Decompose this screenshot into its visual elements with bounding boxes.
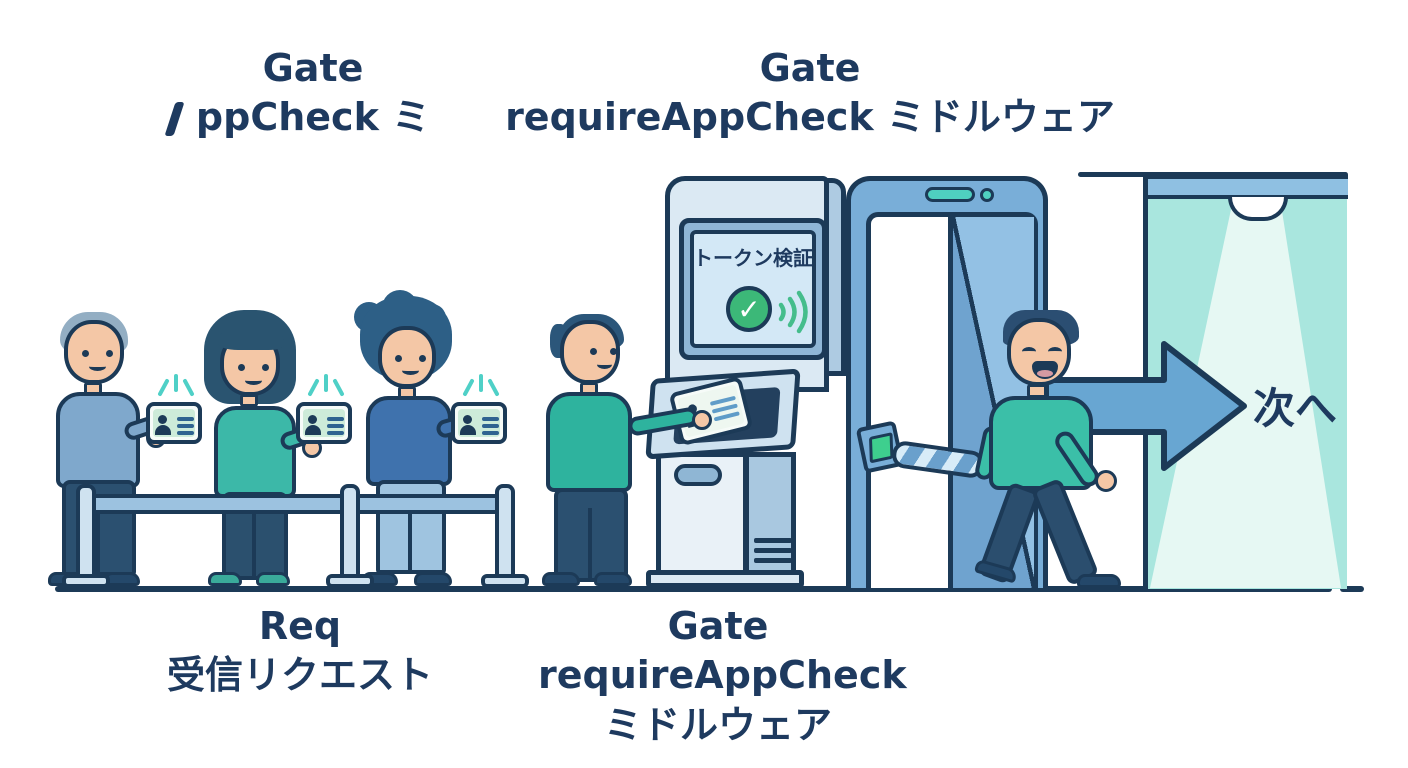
bottom-center-label-line3: ミドルウェア (603, 702, 832, 747)
queued-person-2 (196, 310, 356, 588)
top-center-label-line1: Gate (759, 46, 861, 90)
room-lintel-line (1078, 172, 1348, 177)
id-card-icon (146, 402, 202, 444)
bottom-left-label: Req 受信リクエスト (150, 602, 450, 701)
top-center-label: Gate requireAppCheck ミドルウェア (500, 44, 1120, 143)
id-card-icon (451, 402, 507, 444)
gate-camera-dot (980, 188, 994, 202)
person-verified (973, 310, 1155, 592)
person-at-gate (532, 314, 762, 590)
torso (56, 392, 140, 488)
stanchion-base (481, 574, 529, 588)
top-left-label: Gate ppCheck ミ (163, 44, 463, 143)
top-left-label-line1: Gate (262, 46, 364, 90)
kiosk-base (646, 570, 804, 588)
arm (626, 406, 700, 437)
top-center-label-line2: requireAppCheck ミドルウェア (505, 95, 1115, 140)
bottom-left-label-line2: 受信リクエスト (166, 653, 433, 698)
queue-rope (86, 494, 510, 514)
sparkle-icon (158, 374, 194, 396)
bottom-center-label: Gate requireAppCheck ミドルウェア (538, 602, 907, 750)
sparkle-icon (308, 374, 344, 396)
bottom-left-label-line1: Req (258, 604, 342, 648)
kiosk-vent (754, 538, 792, 543)
kiosk-vent (754, 548, 792, 553)
id-card-icon (296, 402, 352, 444)
ground-line-dash (1340, 586, 1364, 592)
nfc-waves-icon (778, 290, 808, 334)
sparkle-icon (463, 374, 499, 396)
bottom-center-label-line2: requireAppCheck (538, 653, 907, 698)
queued-person-1 (40, 312, 210, 588)
stanchion-base (326, 574, 374, 588)
stanchion-base (62, 574, 110, 588)
torso (214, 406, 296, 498)
top-left-label-line2: ppCheck ミ (195, 95, 431, 140)
torso (546, 392, 632, 492)
barrier-reader-screen (868, 432, 894, 464)
front-leg (1030, 477, 1100, 587)
stanchion-post (495, 484, 515, 580)
next-label: 次へ (1252, 384, 1337, 433)
kiosk-slot (674, 464, 722, 486)
status-light-icon (925, 187, 975, 202)
bottom-center-label-line1: Gate (667, 604, 769, 648)
check-circle-icon: ✓ (726, 286, 772, 332)
hair-fringe (218, 328, 284, 350)
kiosk-vent (754, 558, 792, 563)
open-mouth (1032, 361, 1058, 379)
ground-line (55, 586, 1332, 592)
room-header-band (1143, 175, 1348, 199)
stanchion-post (76, 484, 96, 580)
token-screen-title: トークン検証 (693, 246, 813, 270)
stanchion-post (340, 484, 360, 580)
torso (366, 396, 452, 486)
